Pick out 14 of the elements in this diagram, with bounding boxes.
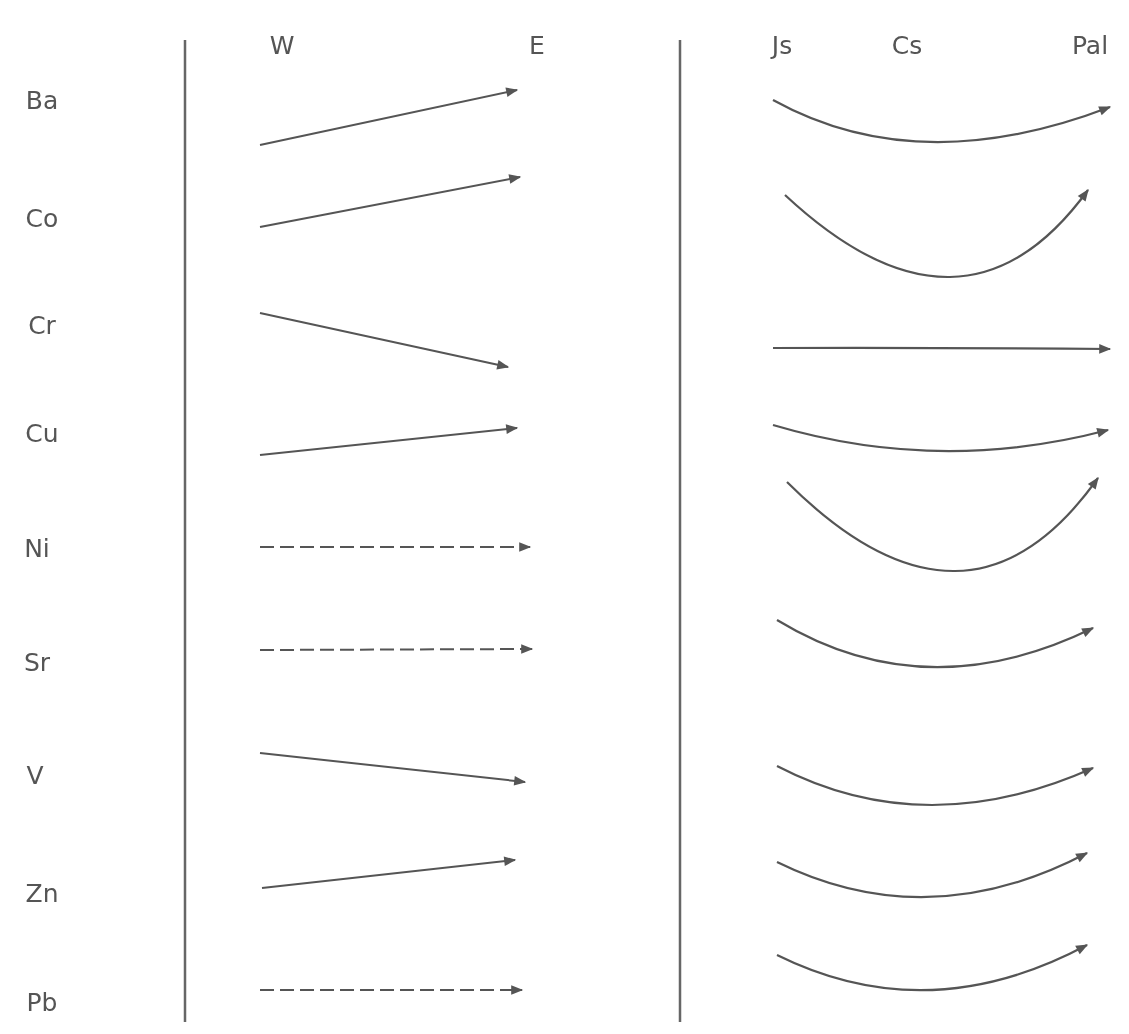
row-label: Co <box>25 205 59 231</box>
axis-label: E <box>529 32 545 58</box>
axis-label: Pal <box>1071 32 1109 58</box>
row-label: Ba <box>25 87 59 113</box>
row-label: Sr <box>23 649 51 675</box>
row-label: Cu <box>25 420 59 446</box>
row-label: Ni <box>24 535 50 561</box>
row-label: Zn <box>25 880 59 906</box>
axis-label: Js <box>771 32 793 58</box>
row-label: Cr <box>28 312 56 338</box>
row-label: Pb <box>26 989 58 1015</box>
axis-label: Cs <box>891 32 923 58</box>
row-label: V <box>26 762 44 788</box>
axis-label: W <box>269 32 295 58</box>
